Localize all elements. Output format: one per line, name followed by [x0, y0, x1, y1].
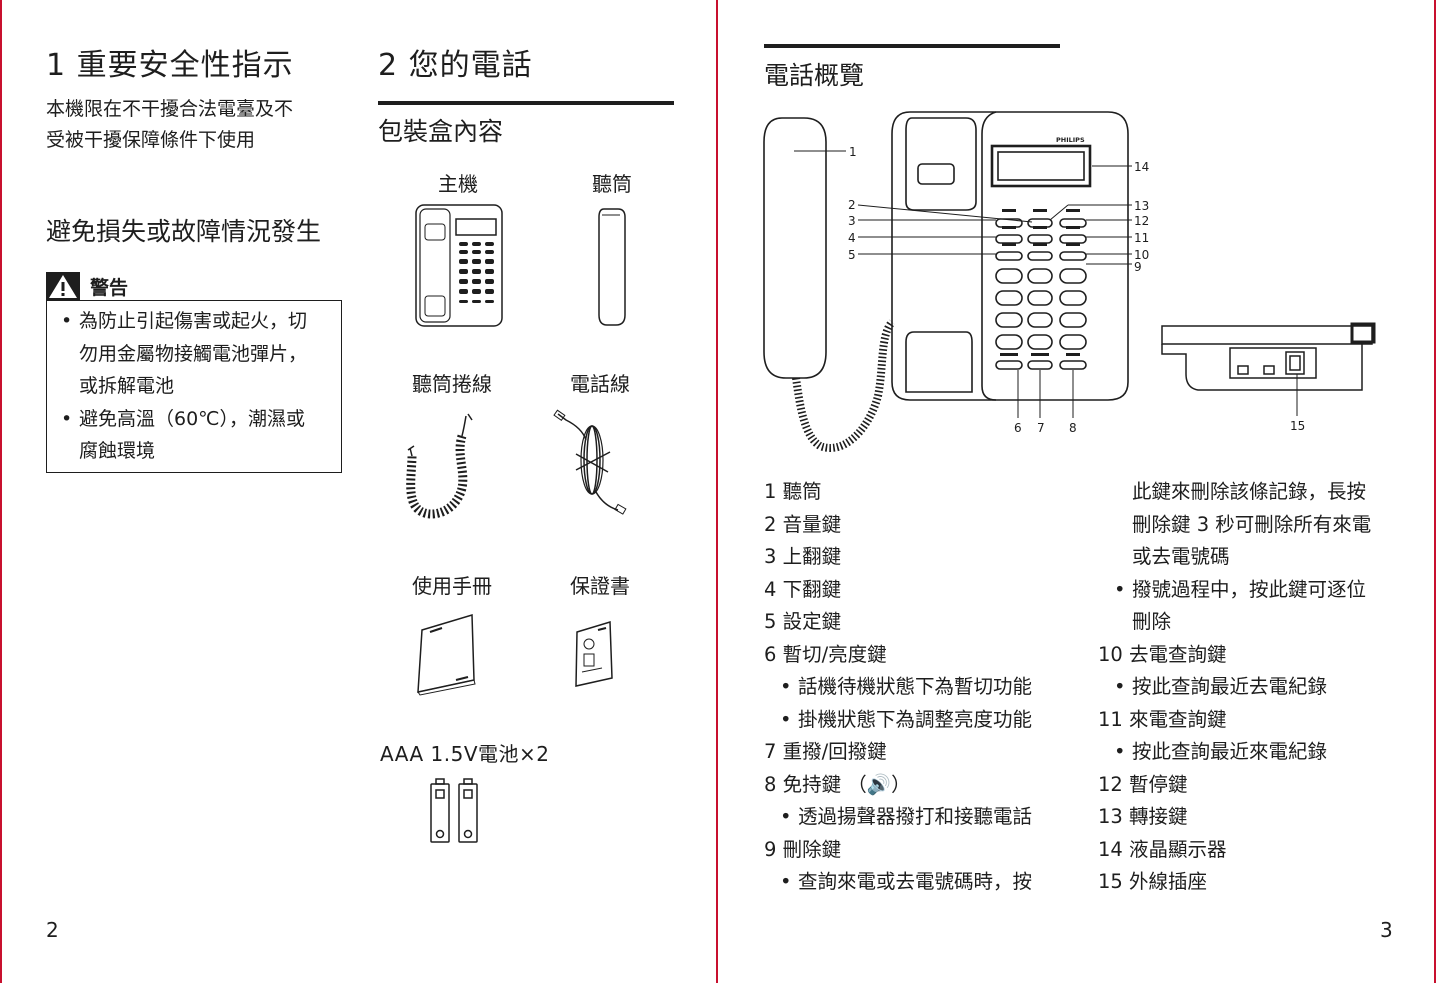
page-divider: [716, 0, 718, 983]
parts-list-item: 5 設定鍵: [764, 610, 842, 633]
box-item-label: 聽筒捲線: [412, 372, 492, 396]
parts-list-subitem: 透過揚聲器撥打和接聽電話: [764, 801, 1032, 834]
callout-label: 14: [1134, 160, 1149, 174]
overview-title: 電話概覽: [764, 61, 865, 90]
callout-label: 4: [848, 231, 856, 245]
intro-line: 受被干擾保障條件下使用: [46, 129, 256, 151]
warning-item: 為防止引起傷害或起火，切 勿用金屬物接觸電池彈片， 或拆解電池: [51, 305, 307, 403]
callout-label: 8: [1069, 421, 1077, 435]
warning-box: 為防止引起傷害或起火，切 勿用金屬物接觸電池彈片， 或拆解電池 避免高溫（60℃…: [46, 300, 342, 473]
parts-list-subitem: 查詢來電或去電號碼時，按: [764, 866, 1032, 899]
battery-label: AAA 1.5V電池×2: [380, 742, 550, 766]
warning-header: 警告: [46, 272, 128, 300]
parts-list-item: 13 轉接鍵: [1098, 805, 1188, 828]
callout-label: 7: [1037, 421, 1045, 435]
box-item-label: 電話線: [570, 372, 630, 396]
page-number: 2: [46, 918, 59, 942]
base-unit-icon: [415, 204, 503, 327]
overview-rule: [764, 44, 1060, 48]
parts-list-item: 11 來電查詢鍵: [1098, 707, 1227, 731]
parts-list-subitem: 撥號過程中，按此鍵可逐位: [1098, 574, 1371, 607]
section2-subtitle: 包裝盒內容: [378, 117, 504, 146]
box-item-label: 保證書: [570, 574, 630, 598]
coiled-cord-icon: [406, 413, 473, 519]
section1-subtitle: 避免損失或故障情況發生: [46, 217, 322, 246]
warning-line: 避免高溫（60℃），潮濕或: [79, 407, 306, 430]
callout-label: 13: [1134, 199, 1149, 213]
page-number: 3: [1380, 918, 1393, 942]
warning-line: 勿用金屬物接觸電池彈片，: [79, 342, 308, 365]
warning-line: 或拆解電池: [79, 375, 175, 397]
parts-list-item: 10 去電查詢鍵: [1098, 642, 1227, 666]
parts-list-subitem: 話機待機狀態下為暫切功能: [764, 671, 1032, 704]
side-view-diagram: 15: [1161, 322, 1376, 433]
parts-list-item: 刪除: [1132, 610, 1172, 633]
box-item-label: 主機: [438, 172, 478, 196]
parts-list-item: 14 液晶顯示器: [1098, 837, 1227, 861]
parts-list-subitem: 按此查詢最近來電紀錄: [1098, 736, 1371, 769]
parts-list-item: 6 暫切/亮度鍵: [764, 642, 887, 666]
parts-list-item: 8 免持鍵 （🔊）: [764, 772, 911, 796]
callout-label: 15: [1290, 419, 1305, 433]
handset-icon: [598, 208, 626, 326]
right-page-border: [1434, 0, 1436, 983]
parts-list-item: 15 外線插座: [1098, 870, 1208, 893]
phone-diagram: PHILIPS 1 2 3 4 5 6 7 8 9 10 11 12 13 14: [763, 111, 1149, 452]
warning-icon: [46, 272, 80, 300]
parts-list-item: 7 重撥/回撥鍵: [764, 740, 887, 763]
parts-list-item: 1 聽筒: [764, 480, 822, 503]
brand-logo: PHILIPS: [1056, 136, 1085, 144]
warranty-icon: [575, 620, 613, 687]
parts-list-left: 1 聽筒 2 音量鍵 3 上翻鍵 4 下翻鍵 5 設定鍵 6 暫切/亮度鍵話機待機狀態下為…: [764, 476, 1032, 899]
callout-label: 2: [848, 198, 856, 212]
callout-label: 11: [1134, 231, 1149, 245]
callout-label: 10: [1134, 248, 1149, 262]
warning-line: 為防止引起傷害或起火，切: [79, 310, 308, 332]
intro-text: 本機限在不干擾合法電臺及不 受被干擾保障條件下使用: [46, 94, 293, 156]
warning-item: 避免高溫（60℃），潮濕或 腐蝕環境: [51, 403, 307, 468]
callout-label: 5: [848, 248, 856, 262]
section1-title: 1 重要安全性指示: [46, 48, 294, 83]
parts-list-subitem: 掛機狀態下為調整亮度功能: [764, 704, 1032, 737]
parts-list-item: 9 刪除鍵: [764, 837, 842, 861]
intro-line: 本機限在不干擾合法電臺及不: [46, 98, 294, 120]
parts-list-subitem: 按此查詢最近去電紀錄: [1098, 671, 1371, 704]
parts-list-item: 此鍵來刪除該條記錄，長按: [1132, 480, 1367, 503]
callout-label: 1: [849, 145, 857, 159]
section2-title: 2 您的電話: [378, 48, 533, 83]
box-item-label: 使用手冊: [412, 574, 492, 598]
battery-icon: [430, 778, 478, 843]
parts-list-item: 或去電號碼: [1132, 545, 1230, 568]
parts-list-item: 2 音量鍵: [764, 512, 842, 536]
parts-list-item: 刪除鍵 3 秒可刪除所有來電: [1132, 512, 1372, 536]
left-page-border: [0, 0, 2, 983]
section2-rule: [378, 101, 674, 105]
parts-list-item: 12 暫停鍵: [1098, 772, 1188, 796]
callout-label: 12: [1134, 214, 1149, 228]
callout-label: 3: [848, 214, 856, 228]
callout-label: 9: [1134, 260, 1142, 274]
parts-list-item: 4 下翻鍵: [764, 577, 842, 601]
manual-icon: [417, 614, 476, 696]
callout-label: 6: [1014, 421, 1022, 435]
parts-list-item: 3 上翻鍵: [764, 545, 842, 568]
line-cord-icon: [553, 409, 627, 515]
warning-label: 警告: [90, 276, 129, 299]
box-item-label: 聽筒: [592, 172, 632, 196]
warning-line: 腐蝕環境: [79, 440, 156, 462]
